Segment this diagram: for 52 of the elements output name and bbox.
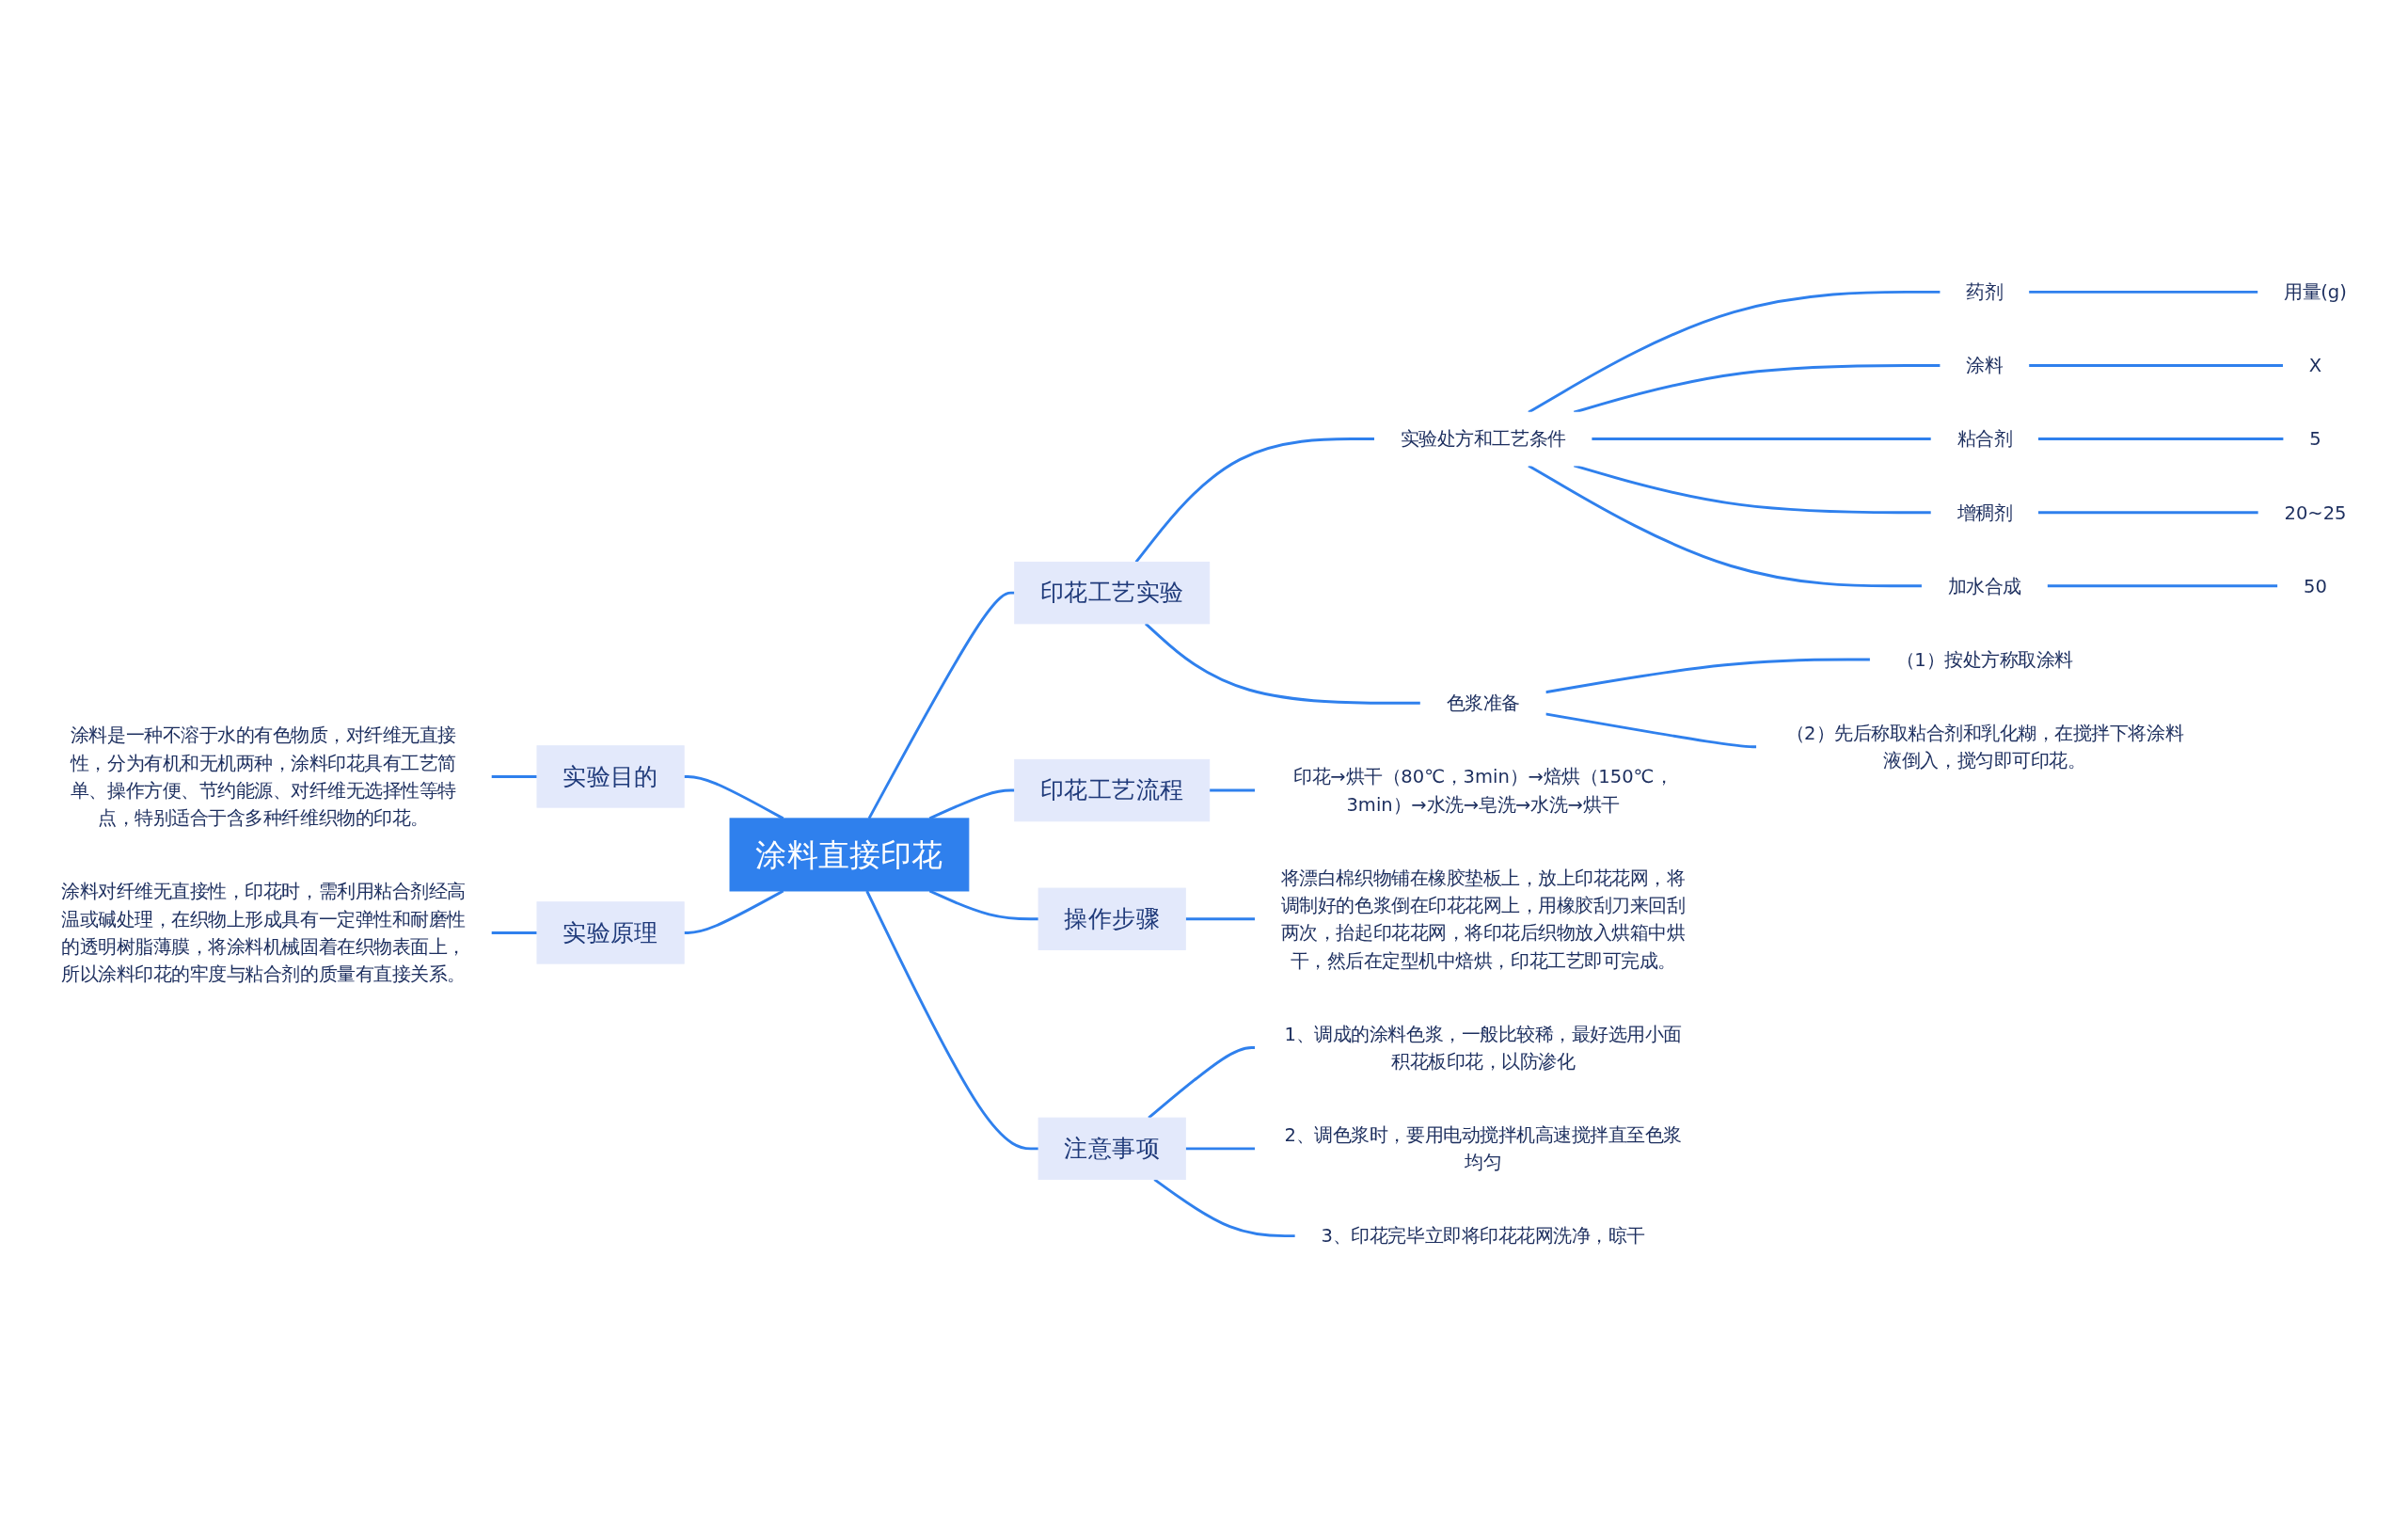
connector <box>2028 290 2258 294</box>
node-text: 涂料 <box>1966 354 2004 376</box>
connector <box>1134 437 1375 563</box>
node-text: 1、调成的涂料色浆，一般比较稀，最好选用小面积花板印花，以防渗化 <box>1284 1022 1682 1073</box>
connector <box>1591 437 1932 440</box>
node-text: 5 <box>2309 427 2321 450</box>
node-box: 实验原理 <box>536 900 685 964</box>
node-text: 涂料是一种不溶于水的有色物质，对纤维无直接性，分为有机和无机两种，涂料印花具有工艺简单、操作方便、节约能源、对纤维无选择性等特点，特别适合于含多种纤维织物的印花。 <box>70 724 457 829</box>
node-text: 实验处方和工艺条件 <box>1400 427 1566 450</box>
node-text: 加水合成 <box>1947 574 2021 597</box>
connector <box>684 889 784 934</box>
node-text: 将漂白棉织物铺在橡胶垫板上，放上印花花网，将调制好的色浆倒在印花花网上，用橡胶刮刀来回刮两次，抬起印花花网，将印花后织物放入烘箱中烘干，然后在定型机中焙烘，印花工艺即可完成。 <box>1280 866 1686 971</box>
connector <box>2047 583 2278 587</box>
node-box: 印花工艺流程 <box>1014 758 1211 821</box>
connector <box>1209 788 1256 792</box>
node-text: 印花→烘干（80℃，3min）→焙烘（150℃，3min）→水洗→皂洗→水洗→烘干 <box>1293 765 1673 815</box>
connector <box>1185 1146 1256 1150</box>
node-box: 印花工艺实验 <box>1014 561 1211 624</box>
node-text: 2、调色浆时，要用电动搅拌机高速搅拌直至色浆均匀 <box>1284 1123 1682 1173</box>
connector <box>1528 464 1923 587</box>
node-text: 色浆准备 <box>1446 692 1520 714</box>
connector <box>1573 464 1932 514</box>
node-box: 注意事项 <box>1038 1117 1186 1180</box>
connector <box>1545 711 1757 748</box>
connector <box>1545 657 1871 693</box>
node-text: 3、印花完毕立即将印花花网洗净，晾干 <box>1321 1224 1645 1247</box>
node-text: 增稠剂 <box>1956 501 2013 523</box>
connector <box>2037 437 2284 440</box>
node-text: （1）按处方称取涂料 <box>1895 647 2073 671</box>
node-text: X <box>2308 354 2322 376</box>
node-text: 20~25 <box>2284 501 2347 523</box>
connector <box>928 889 1039 920</box>
node-box: 操作步骤 <box>1038 887 1186 950</box>
connector <box>491 931 537 934</box>
node-text: 50 <box>2304 574 2327 597</box>
connector <box>2028 363 2284 367</box>
connector <box>1144 622 1421 705</box>
node-text: 涂料对纤维无直接性，印花时，需利用粘合剂经高温或碱处理，在织物上形成具有一定弹性和耐磨性的透明树脂薄膜，将涂料机械固着在织物表面上，所以涂料印花的牢度与粘合剂的质量有直接关系。 <box>61 880 466 985</box>
connector <box>928 788 1015 819</box>
connector <box>1148 1045 1256 1119</box>
connector <box>2037 510 2259 514</box>
connector <box>684 774 784 819</box>
node-text: 用量(g) <box>2284 280 2347 303</box>
connector <box>865 889 1039 1150</box>
node-text: 药剂 <box>1966 280 2004 303</box>
connector <box>491 774 537 778</box>
connector <box>867 591 1015 819</box>
connector <box>1185 916 1256 920</box>
node-box: 实验目的 <box>536 744 685 808</box>
node-box: 涂料直接印花 <box>729 817 970 891</box>
node-text: （2）先后称取粘合剂和乳化糊，在搅拌下将涂料液倒入，搅匀即可印花。 <box>1785 721 2184 771</box>
node-text: 粘合剂 <box>1956 427 2013 450</box>
